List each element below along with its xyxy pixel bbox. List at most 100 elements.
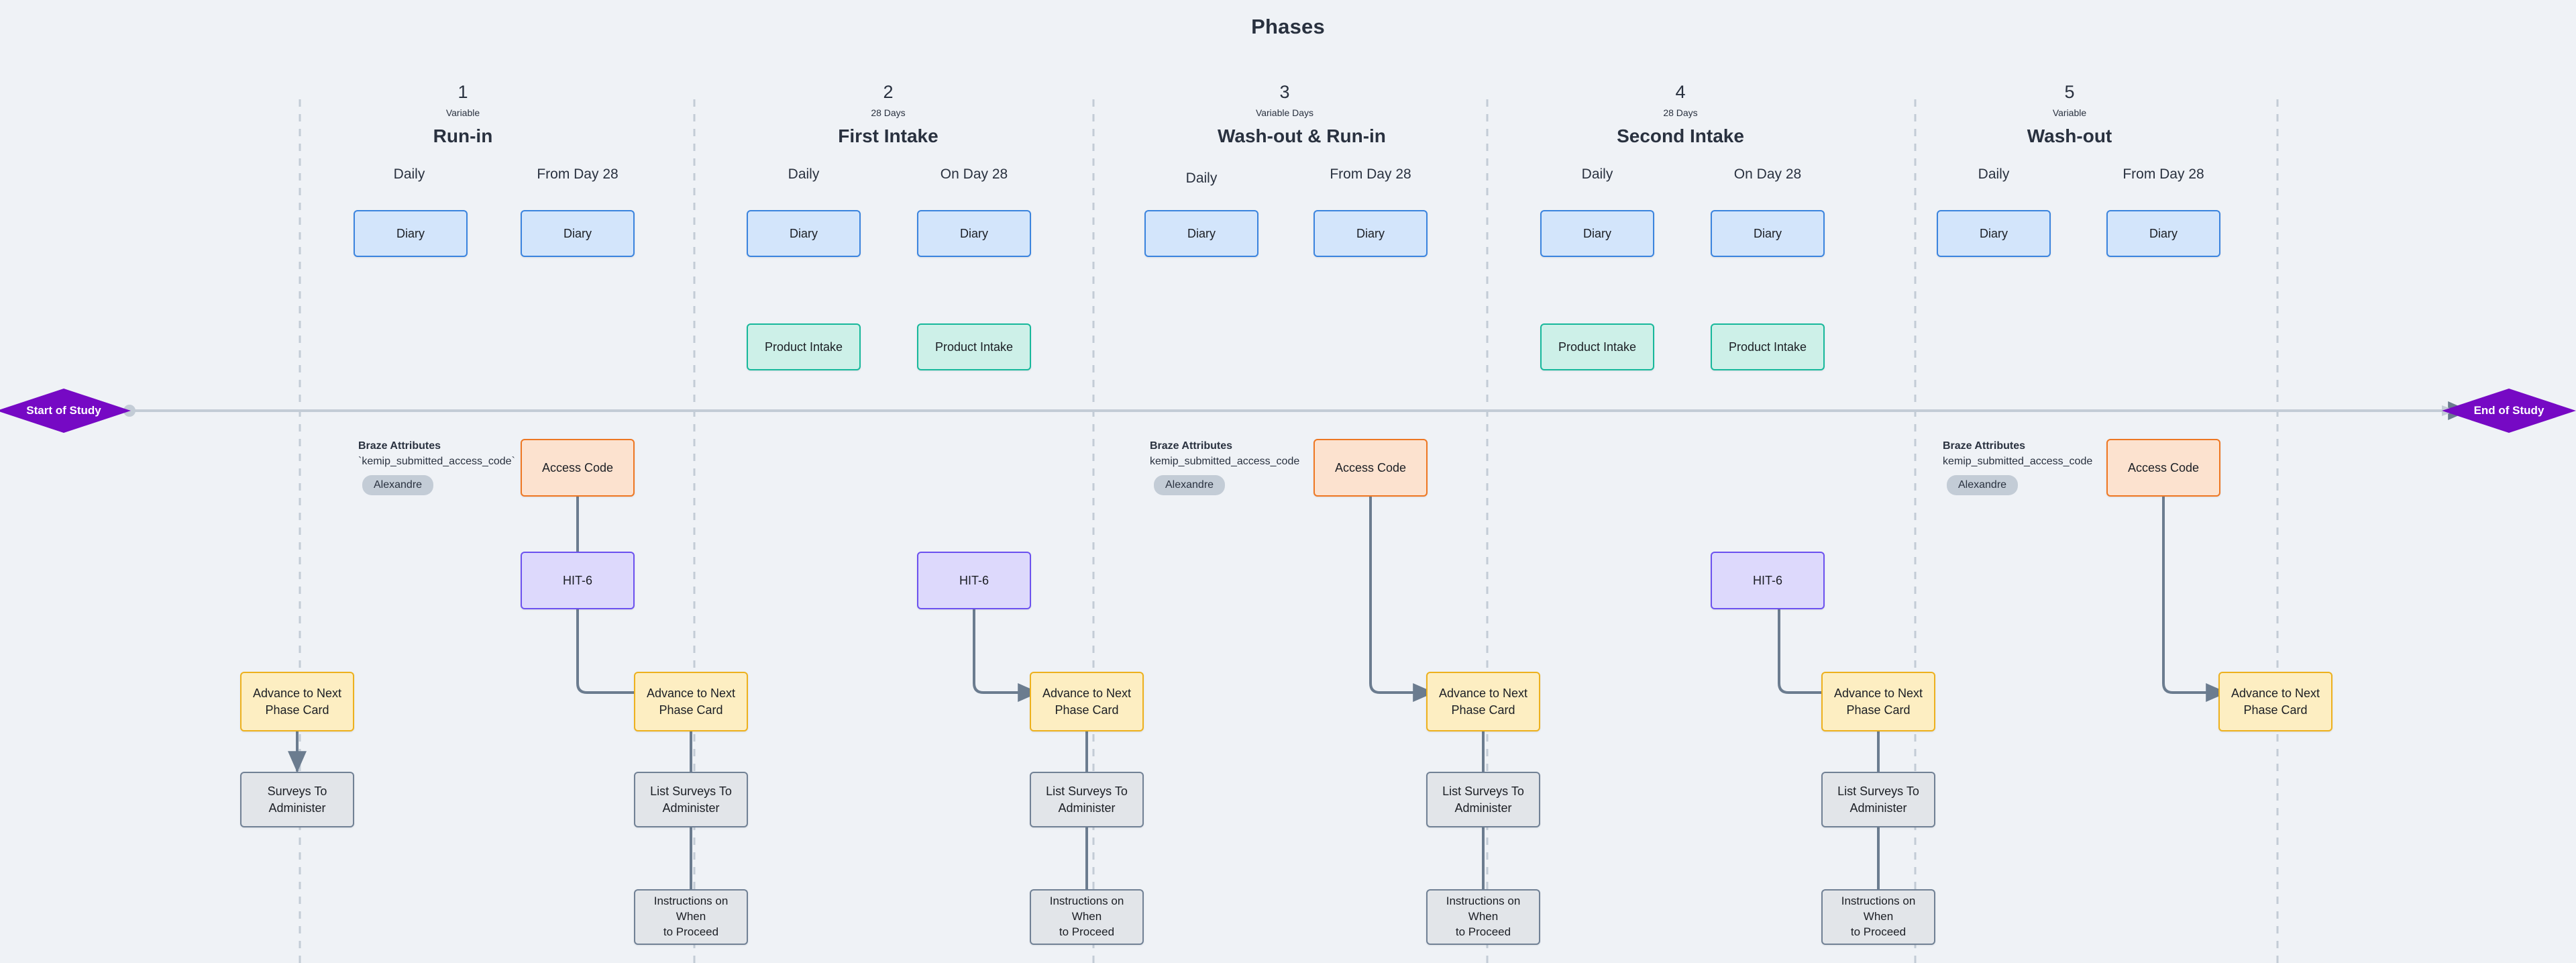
page-title: Phases: [1251, 15, 1325, 38]
phase-duration: 28 Days: [1663, 107, 1698, 118]
braze-attribute-name: `kemip_submitted_access_code`: [358, 456, 515, 467]
survey-card-line2: Administer: [1849, 801, 1907, 815]
schedule-label-p3-daily: Daily: [1185, 170, 1218, 186]
phase-header-4: 4 28 Days Second Intake: [1613, 83, 1748, 147]
instructions-line1: Instructions on When: [1049, 895, 1124, 923]
phase-name: Wash-out: [2027, 125, 2112, 146]
product-intake-node[interactable]: Product Intake: [1540, 323, 1654, 370]
advance-phase-card-node[interactable]: Advance to Next Phase Card: [1821, 672, 1935, 731]
end-of-study-label: End of Study: [2473, 404, 2544, 417]
diary-node[interactable]: Diary: [917, 210, 1031, 257]
list-surveys-to-administer-node[interactable]: List Surveys To Administer: [1426, 772, 1540, 827]
diary-node[interactable]: Diary: [521, 210, 635, 257]
braze-attribute-name: kemip_submitted_access_code: [1150, 456, 1300, 467]
braze-attribute-value-chip[interactable]: Alexandre: [362, 474, 434, 495]
schedule-label-p1-daily: Daily: [393, 166, 425, 182]
product-intake-node[interactable]: Product Intake: [1711, 323, 1825, 370]
phase-header-3: 3 Variable Days Wash-out & Run-in: [1218, 82, 1386, 147]
schedule-label-p5-daily: Daily: [1978, 166, 2010, 182]
advance-card-line1: Advance to Next: [252, 687, 342, 701]
instructions-line1: Instructions on When: [1446, 895, 1521, 923]
diary-node[interactable]: Diary: [2106, 210, 2220, 257]
braze-attributes-title: Braze Attributes: [358, 440, 441, 452]
access-code-node[interactable]: Access Code: [521, 439, 635, 497]
phase-number: 1: [458, 82, 468, 102]
advance-card-line1: Advance to Next: [2231, 687, 2320, 701]
instructions-line2: to Proceed: [1850, 925, 1907, 938]
schedule-label-p2-daily: Daily: [788, 166, 820, 182]
phase-header-1: 1 Variable Run-in: [396, 83, 530, 147]
braze-attribute-name: kemip_submitted_access_code: [1943, 456, 2093, 467]
study-timeline-axis: [123, 401, 2470, 420]
access-code-node[interactable]: Access Code: [1313, 439, 1428, 497]
advance-card-line1: Advance to Next: [1833, 687, 1923, 701]
braze-attributes-p1: Braze Attributes `kemip_submitted_access…: [358, 440, 515, 495]
instructions-line2: to Proceed: [1455, 925, 1511, 938]
advance-card-line1: Advance to Next: [646, 687, 736, 701]
advance-phase-card-node[interactable]: Advance to Next Phase Card: [1426, 672, 1540, 731]
instructions-line1: Instructions on When: [653, 895, 729, 923]
survey-card-line1: Surveys To: [267, 784, 327, 799]
advance-card-line2: Phase Card: [1846, 703, 1911, 717]
list-surveys-to-administer-node[interactable]: List Surveys To Administer: [634, 772, 748, 827]
phase-number: 4: [1675, 82, 1686, 102]
product-intake-node[interactable]: Product Intake: [917, 323, 1031, 370]
diary-node[interactable]: Diary: [1144, 210, 1258, 257]
phase-duration: Variable: [2052, 107, 2087, 118]
schedule-label-p3-day28: From Day 28: [1330, 166, 1411, 182]
advance-phase-card-node[interactable]: Advance to Next Phase Card: [634, 672, 748, 731]
survey-card-line2: Administer: [1058, 801, 1116, 815]
instructions-to-proceed-node[interactable]: Instructions on When to Proceed: [1821, 889, 1935, 945]
phase-number: 3: [1279, 82, 1290, 102]
braze-attributes-title: Braze Attributes: [1150, 440, 1232, 452]
hit6-node[interactable]: HIT-6: [1711, 552, 1825, 609]
phase-duration: 28 Days: [871, 107, 906, 118]
braze-attributes-p5: Braze Attributes kemip_submitted_access_…: [1943, 440, 2092, 495]
list-surveys-to-administer-node[interactable]: List Surveys To Administer: [1030, 772, 1144, 827]
schedule-label-p5-day28: From Day 28: [2123, 166, 2204, 182]
braze-attribute-value-chip[interactable]: Alexandre: [1154, 474, 1226, 495]
instructions-to-proceed-node[interactable]: Instructions on When to Proceed: [1030, 889, 1144, 945]
end-of-study-marker[interactable]: End of Study: [2442, 389, 2576, 433]
instructions-to-proceed-node[interactable]: Instructions on When to Proceed: [1426, 889, 1540, 945]
phase-header-2: 2 28 Days First Intake: [821, 83, 955, 147]
diary-node[interactable]: Diary: [1937, 210, 2051, 257]
diary-node[interactable]: Diary: [1711, 210, 1825, 257]
advance-phase-card-node[interactable]: Advance to Next Phase Card: [1030, 672, 1144, 731]
diary-node[interactable]: Diary: [1540, 210, 1654, 257]
start-of-study-marker[interactable]: Start of Study: [0, 389, 131, 433]
survey-card-line1: List Surveys To: [1837, 784, 1919, 799]
survey-card-line2: Administer: [1454, 801, 1512, 815]
schedule-label-p1-day28: From Day 28: [537, 166, 619, 182]
schedule-label-p4-daily: Daily: [1581, 166, 1613, 182]
phase-name: Wash-out & Run-in: [1218, 125, 1386, 146]
braze-attributes-p3: Braze Attributes kemip_submitted_access_…: [1150, 440, 1299, 495]
start-of-study-label: Start of Study: [26, 404, 101, 417]
instructions-line2: to Proceed: [1059, 925, 1115, 938]
diary-node[interactable]: Diary: [747, 210, 861, 257]
survey-card-line1: List Surveys To: [1046, 784, 1128, 799]
diary-node[interactable]: Diary: [1313, 210, 1428, 257]
advance-card-line2: Phase Card: [659, 703, 723, 717]
product-intake-node[interactable]: Product Intake: [747, 323, 861, 370]
braze-attributes-title: Braze Attributes: [1943, 440, 2025, 452]
hit6-node[interactable]: HIT-6: [521, 552, 635, 609]
access-code-node[interactable]: Access Code: [2106, 439, 2220, 497]
survey-card-line2: Administer: [662, 801, 720, 815]
braze-attribute-value-chip[interactable]: Alexandre: [1947, 474, 2019, 495]
advance-card-line2: Phase Card: [2243, 703, 2308, 717]
instructions-to-proceed-node[interactable]: Instructions on When to Proceed: [634, 889, 748, 945]
advance-phase-card-node[interactable]: Advance to Next Phase Card: [2218, 672, 2332, 731]
phase-name: Second Intake: [1617, 125, 1744, 146]
surveys-to-administer-node[interactable]: Surveys To Administer: [240, 772, 354, 827]
advance-card-line1: Advance to Next: [1042, 687, 1132, 701]
phase-duration: Variable Days: [1255, 107, 1314, 118]
diary-node[interactable]: Diary: [354, 210, 468, 257]
phase-duration: Variable: [445, 107, 480, 118]
survey-card-line1: List Surveys To: [650, 784, 732, 799]
hit6-node[interactable]: HIT-6: [917, 552, 1031, 609]
list-surveys-to-administer-node[interactable]: List Surveys To Administer: [1821, 772, 1935, 827]
advance-phase-card-node[interactable]: Advance to Next Phase Card: [240, 672, 354, 731]
advance-card-line2: Phase Card: [1055, 703, 1119, 717]
